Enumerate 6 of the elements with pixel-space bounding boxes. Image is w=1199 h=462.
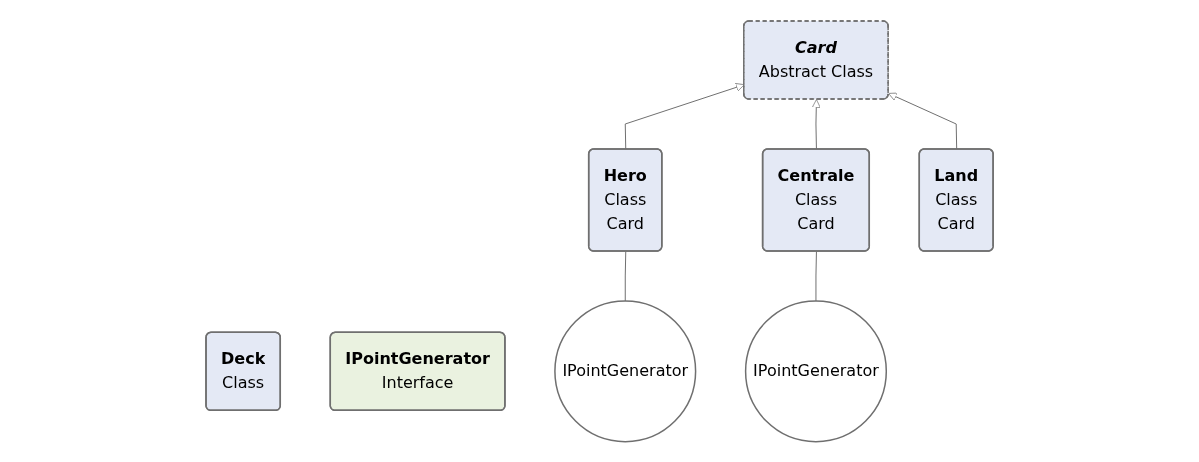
- arrow: [888, 92, 958, 150]
- arrow: [811, 98, 821, 150]
- connector: [624, 250, 627, 302]
- connector: [815, 250, 817, 302]
- node-circle: IPointGenerator: [554, 299, 697, 443]
- node-circle: IPointGenerator: [744, 299, 887, 443]
